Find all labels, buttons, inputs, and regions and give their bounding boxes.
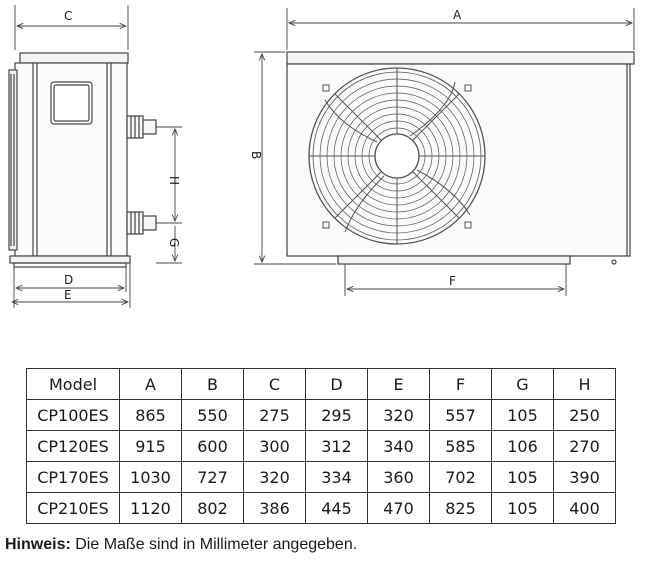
cell-d: 312: [305, 430, 368, 462]
note: Hinweis: Die Maße sind in Millimeter ang…: [5, 536, 357, 554]
cell-c: 386: [243, 492, 306, 524]
header-f: F: [429, 368, 492, 400]
dimension-label-h: H: [167, 176, 181, 185]
cell-f: 557: [429, 399, 492, 431]
dimension-label-d: D: [64, 273, 73, 287]
header-a: A: [119, 368, 182, 400]
table-row: CP120ES 915 600 300 312 340 585 106 270: [26, 430, 616, 462]
note-label: Hinweis:: [5, 536, 71, 553]
cell-a: 915: [119, 430, 182, 462]
display-window: [50, 81, 93, 125]
cell-a: 1030: [119, 461, 182, 493]
cell-d: 295: [305, 399, 368, 431]
header-model: Model: [26, 368, 120, 400]
cell-d: 445: [305, 492, 368, 524]
cell-a: 1120: [119, 492, 182, 524]
cell-c: 275: [243, 399, 306, 431]
header-b: B: [181, 368, 244, 400]
cell-model: CP170ES: [26, 461, 120, 493]
dimension-label-f: F: [449, 274, 456, 288]
cell-model: CP120ES: [26, 430, 120, 462]
cell-b: 802: [181, 492, 244, 524]
cell-g: 105: [491, 492, 554, 524]
cell-h: 270: [553, 430, 616, 462]
cell-f: 702: [429, 461, 492, 493]
header-h: H: [553, 368, 616, 400]
dimension-label-c: C: [64, 9, 72, 23]
cell-c: 320: [243, 461, 306, 493]
cell-h: 390: [553, 461, 616, 493]
cell-b: 600: [181, 430, 244, 462]
cell-model: CP210ES: [26, 492, 120, 524]
dimension-label-a: A: [453, 8, 462, 22]
cell-g: 105: [491, 399, 554, 431]
lower-water-connector: [126, 211, 157, 235]
cell-h: 250: [553, 399, 616, 431]
technical-drawing: C H G D E: [8, 5, 635, 308]
cell-model: CP100ES: [26, 399, 120, 431]
table-row: CP170ES 1030 727 320 334 360 702 105 390: [26, 461, 616, 493]
table-header-row: Model A B C D E F G H: [26, 368, 616, 400]
cell-c: 300: [243, 430, 306, 462]
cell-f: 825: [429, 492, 492, 524]
cell-e: 470: [367, 492, 430, 524]
cell-g: 105: [491, 461, 554, 493]
cell-h: 400: [553, 492, 616, 524]
header-e: E: [367, 368, 430, 400]
side-view: [8, 52, 157, 268]
dimension-label-e: E: [64, 288, 72, 302]
cell-d: 334: [305, 461, 368, 493]
cell-b: 550: [181, 399, 244, 431]
cell-e: 320: [367, 399, 430, 431]
header-d: D: [305, 368, 368, 400]
front-view: [286, 51, 635, 265]
header-g: G: [491, 368, 554, 400]
cell-a: 865: [119, 399, 182, 431]
header-c: C: [243, 368, 306, 400]
table-row: CP100ES 865 550 275 295 320 557 105 250: [26, 399, 616, 431]
cell-e: 360: [367, 461, 430, 493]
table-row: CP210ES 1120 802 386 445 470 825 105 400: [26, 492, 616, 524]
dimension-label-b: B: [249, 151, 263, 159]
upper-water-connector: [126, 115, 157, 139]
dimension-label-g: G: [167, 238, 181, 247]
dimensions-table: Model A B C D E F G H CP100ES 865 550 27…: [26, 368, 616, 524]
fan-grille: [308, 67, 486, 245]
cell-b: 727: [181, 461, 244, 493]
cell-f: 585: [429, 430, 492, 462]
cell-g: 106: [491, 430, 554, 462]
cell-e: 340: [367, 430, 430, 462]
note-text: Die Maße sind in Millimeter angegeben.: [70, 536, 358, 553]
